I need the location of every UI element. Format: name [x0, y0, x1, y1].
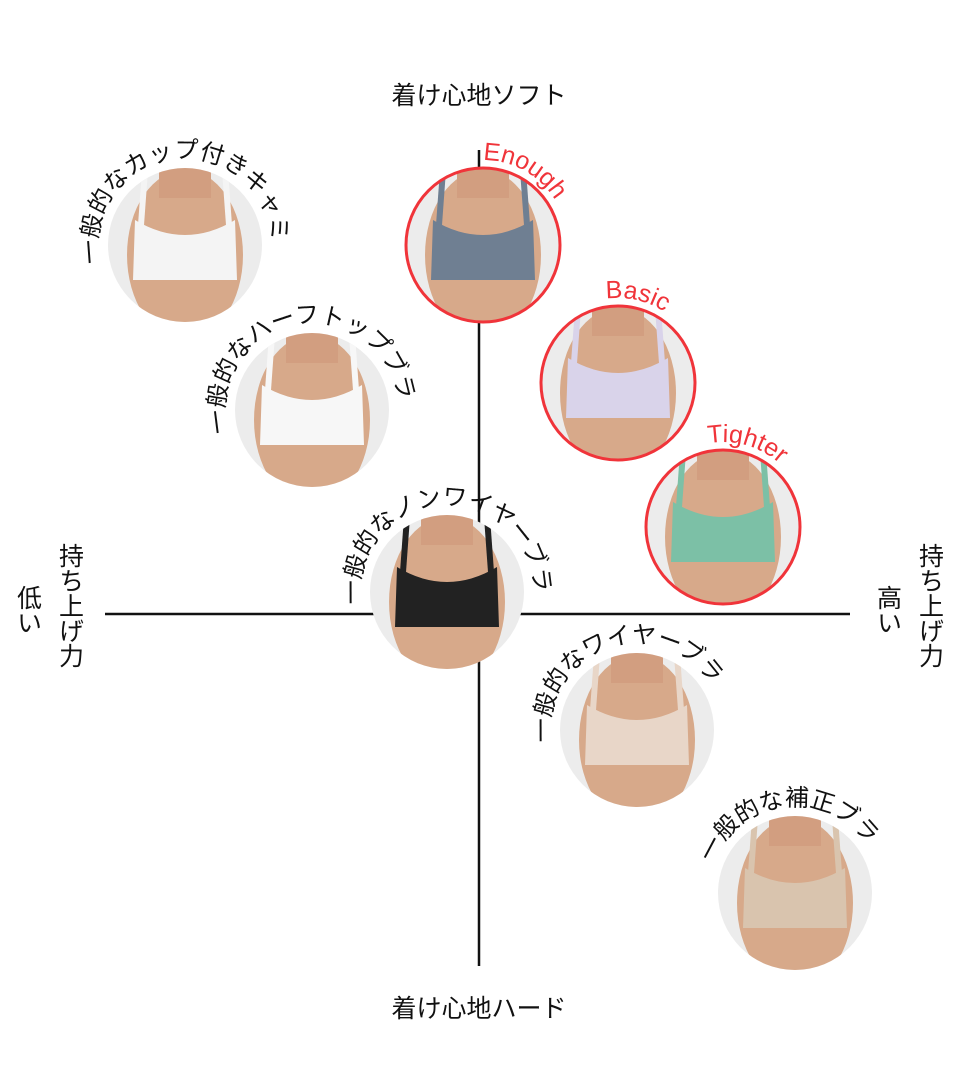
generic-item-3: 一般的なノンワイヤーブラ [338, 482, 557, 669]
generic-item-5: 一般的な補正ブラ [693, 784, 885, 970]
axis-label-left-sub: 低い [14, 585, 43, 635]
product-photo [541, 306, 695, 460]
photo-frame [404, 166, 562, 324]
photo-frame [644, 448, 802, 606]
product-photo [560, 653, 714, 807]
garment [671, 502, 775, 562]
product-enough: Enough [404, 138, 573, 324]
generic-item-1: 一般的なカップ付きキャミ [75, 136, 294, 322]
product-photo [108, 168, 262, 322]
garment [133, 220, 237, 280]
generic-item-2: 一般的なハーフトップブラ [202, 301, 421, 487]
product-photo [646, 450, 800, 604]
garment [431, 220, 535, 280]
garment [395, 567, 499, 627]
garment [566, 358, 670, 418]
axis-label-bottom: 着け心地ハード [391, 994, 566, 1023]
garment [743, 868, 847, 928]
axis-label-right-main: 持ち上げ力 [916, 543, 945, 668]
product-photo [406, 168, 560, 322]
garment [585, 705, 689, 765]
photo-frame [539, 304, 697, 462]
product-basic: Basic [539, 276, 697, 462]
axis-label-top: 着け心地ソフト [391, 81, 566, 110]
generic-item-4: 一般的なワイヤーブラ [528, 620, 729, 807]
axis-label-right-sub: 高い [874, 585, 903, 635]
garment [260, 385, 364, 445]
product-photo [235, 333, 389, 487]
product-tighter: Tighter [644, 420, 802, 606]
product-photo [370, 515, 524, 669]
product-photo [718, 816, 872, 970]
axis-label-left-main: 持ち上げ力 [56, 543, 85, 668]
